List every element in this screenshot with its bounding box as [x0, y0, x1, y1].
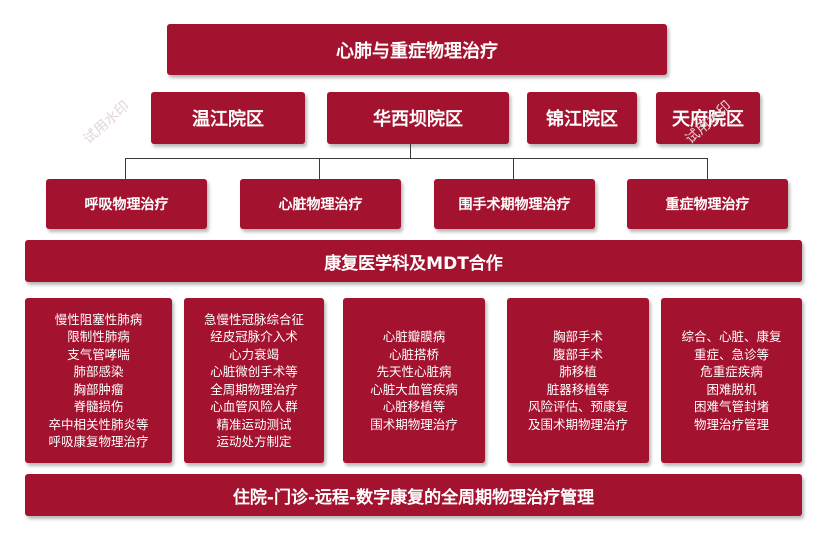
- card-line: 及围术期物理治疗: [527, 416, 628, 432]
- card-line: 综合、心脏、康复: [681, 329, 782, 344]
- title-box: 心肺与重症物理治疗: [167, 24, 667, 75]
- card-line: 心脏微创手术等: [210, 364, 298, 379]
- card-line: 先天性心脏病: [376, 364, 452, 379]
- connector-drop-4: [707, 158, 708, 179]
- card-line: 心血管风险人群: [210, 399, 298, 414]
- card-line: 肺部感染: [73, 364, 124, 379]
- card-line: 心脏移植等: [382, 399, 446, 414]
- campus-label: 天府院区: [672, 109, 744, 130]
- card-line: 呼吸康复物理治疗: [48, 434, 149, 449]
- card-line: 物理治疗管理: [693, 416, 769, 432]
- card-line: 胸部肿瘤: [73, 381, 124, 397]
- card-line: 胸部手术: [552, 329, 603, 344]
- footer-text: 住院-门诊-远程-数字康复的全周期物理治疗管理: [232, 487, 595, 508]
- connector-horizontal: [125, 158, 708, 159]
- campus-jinjiang: 锦江院区: [527, 92, 637, 144]
- card-line: 困难脱机: [706, 381, 757, 397]
- dept-respiratory: 呼吸物理治疗: [46, 179, 207, 229]
- card-line: 心力衰竭: [228, 346, 279, 362]
- campus-label: 温江院区: [192, 109, 264, 130]
- dept-label: 围手术期物理治疗: [458, 197, 571, 213]
- card-line: 脊髓损伤: [73, 399, 124, 414]
- card-heart-surgery: 心脏瓣膜病 心脏搭桥 先天性心脏病 心脏大血管疾病 心脏移植等 围术期物理治疗: [343, 298, 485, 463]
- card-respiratory: 慢性阻塞性肺病 限制性肺病 支气管哮喘 肺部感染 胸部肿瘤 脊髓损伤 卒中相关性…: [25, 298, 172, 463]
- connector-drop-1: [125, 158, 126, 179]
- card-line: 围术期物理治疗: [370, 416, 458, 432]
- card-line: 精准运动测试: [216, 416, 292, 432]
- card-line: 急慢性冠脉综合征: [203, 311, 304, 327]
- dept-critical-care: 重症物理治疗: [627, 179, 788, 229]
- card-line: 脏器移植等: [546, 381, 610, 397]
- campus-huaxiba: 华西坝院区: [327, 92, 509, 144]
- card-line: 困难气管封堵: [693, 399, 769, 414]
- card-line: 经皮冠脉介入术: [210, 329, 298, 344]
- campus-wenjiang: 温江院区: [151, 92, 305, 144]
- connector-drop-3: [513, 158, 514, 179]
- campus-label: 锦江院区: [546, 109, 618, 130]
- card-line: 运动处方制定: [216, 434, 292, 449]
- card-line: 心脏瓣膜病: [382, 329, 446, 344]
- dept-cardiac: 心脏物理治疗: [240, 179, 401, 229]
- dept-perioperative: 围手术期物理治疗: [434, 179, 595, 229]
- campus-label: 华西坝院区: [373, 109, 463, 130]
- mdt-band: 康复医学科及MDT合作: [25, 240, 802, 282]
- card-line: 卒中相关性肺炎等: [48, 416, 149, 432]
- card-line: 限制性肺病: [67, 329, 130, 344]
- card-critical-care: 综合、心脏、康复 重症、急诊等 危重症疾病 困难脱机 困难气管封堵 物理治疗管理: [661, 298, 802, 463]
- card-line: 全周期物理治疗: [210, 381, 298, 397]
- card-line: 腹部手术: [552, 346, 603, 362]
- card-line: 危重症疾病: [700, 364, 763, 379]
- dept-label: 重症物理治疗: [665, 197, 750, 213]
- card-perioperative: 胸部手术 腹部手术 肺移植 脏器移植等 风险评估、预康复 及围术期物理治疗: [507, 298, 649, 463]
- card-cardiac: 急慢性冠脉综合征 经皮冠脉介入术 心力衰竭 心脏微创手术等 全周期物理治疗 心血…: [184, 298, 324, 463]
- watermark: 试用水印: [80, 98, 133, 148]
- card-line: 风险评估、预康复: [527, 399, 628, 414]
- card-line: 心脏大血管疾病: [370, 381, 458, 397]
- mdt-band-text: 康复医学科及MDT合作: [324, 253, 503, 274]
- card-line: 肺移植: [559, 364, 597, 379]
- card-line: 支气管哮喘: [67, 346, 130, 362]
- dept-label: 心脏物理治疗: [278, 197, 363, 213]
- connector-vertical-main: [410, 144, 411, 159]
- card-line: 重症、急诊等: [693, 346, 769, 362]
- card-line: 慢性阻塞性肺病: [54, 311, 143, 327]
- connector-drop-2: [319, 158, 320, 179]
- title-text: 心肺与重症物理治疗: [336, 40, 498, 62]
- card-line: 心脏搭桥: [388, 346, 439, 362]
- dept-label: 呼吸物理治疗: [84, 197, 169, 213]
- footer-band: 住院-门诊-远程-数字康复的全周期物理治疗管理: [25, 474, 802, 516]
- campus-tianfu: 天府院区: [656, 92, 760, 144]
